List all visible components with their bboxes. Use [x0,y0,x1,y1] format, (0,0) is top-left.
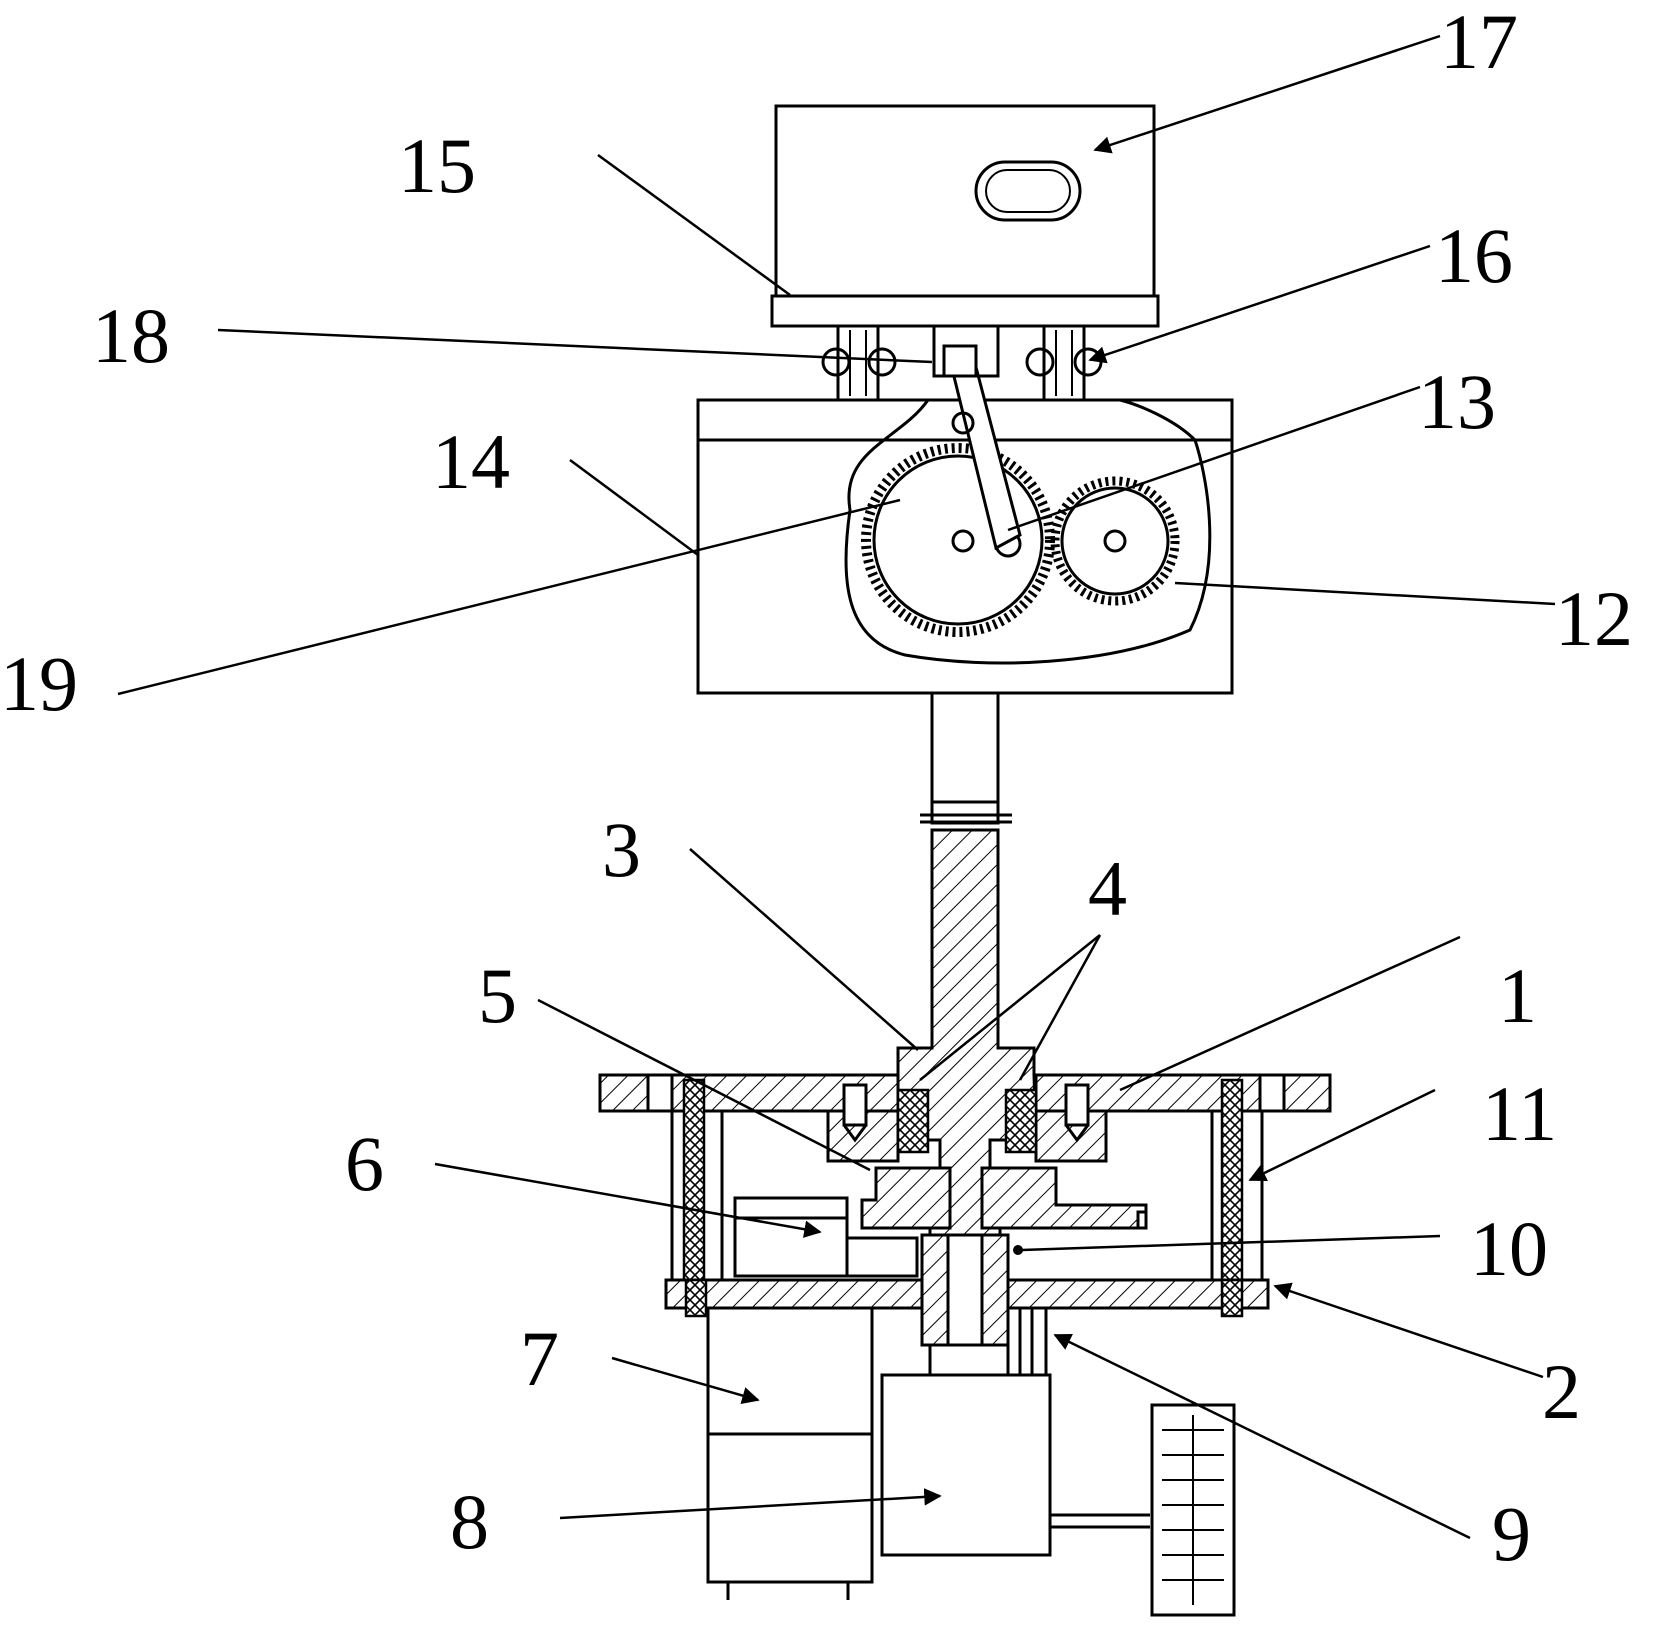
label-10: 10 [1470,1205,1548,1292]
label-3: 3 [602,806,641,893]
label-9: 9 [1492,1490,1531,1577]
label-1: 1 [1498,952,1537,1039]
label-7: 7 [520,1315,559,1402]
label-17: 17 [1440,0,1518,85]
label-4: 4 [1088,845,1127,932]
label-14: 14 [432,418,510,505]
label-5: 5 [478,952,517,1039]
control-panel [1152,1405,1234,1615]
main-shaft [898,693,1036,1235]
label-8: 8 [450,1478,489,1565]
label-6: 6 [345,1120,384,1207]
label-18: 18 [92,292,170,379]
label-19: 19 [0,640,78,727]
label-11: 11 [1482,1070,1557,1157]
gearbox-housing [698,400,1232,693]
label-12: 12 [1555,575,1633,662]
label-15: 15 [398,122,476,209]
label-16: 16 [1435,212,1513,299]
label-13: 13 [1418,358,1496,445]
control-box [772,106,1158,326]
label-2: 2 [1542,1348,1581,1435]
motors [708,1308,1150,1600]
